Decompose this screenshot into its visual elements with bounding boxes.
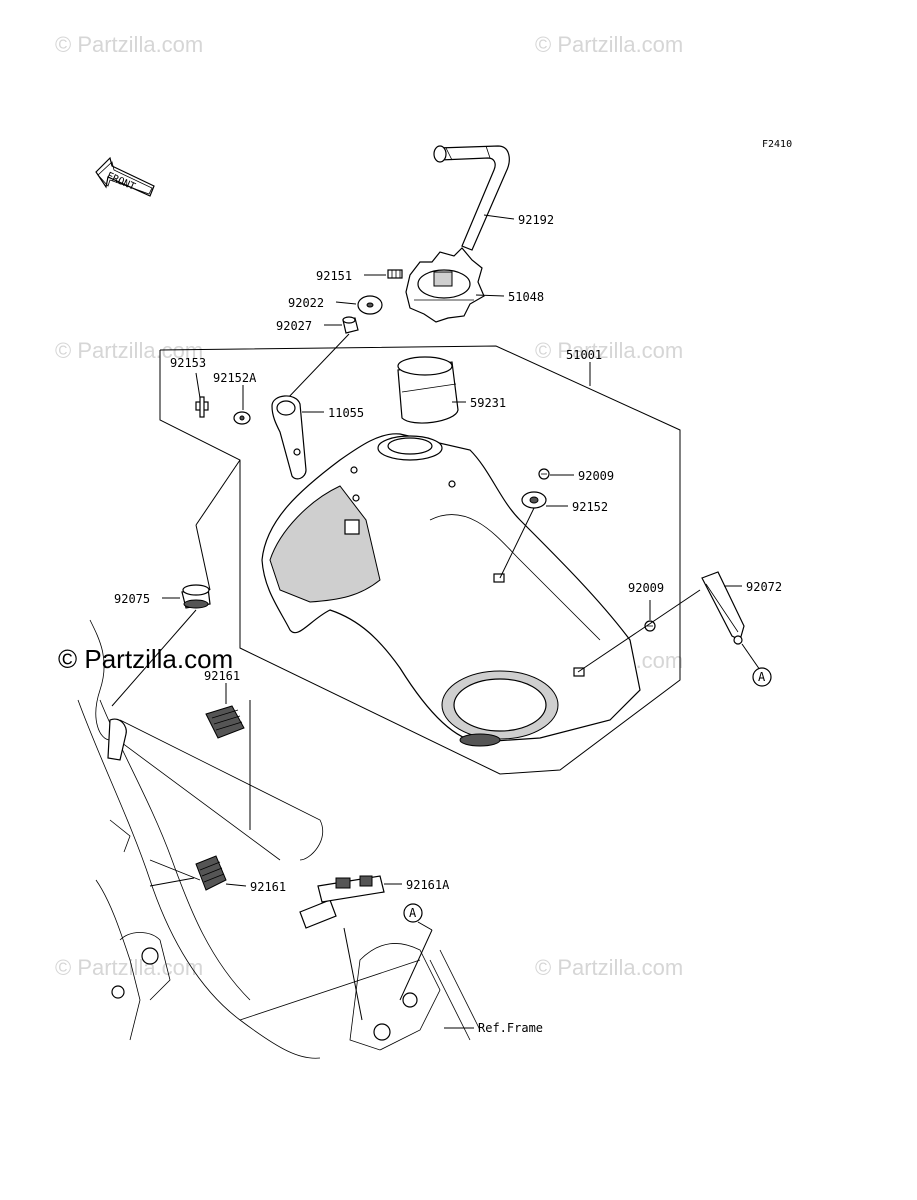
- watermark: © Partzilla.com: [535, 338, 683, 363]
- washer-icon: [233, 411, 251, 425]
- filler-neck-filter: [397, 356, 459, 424]
- watermark: © Partzilla.com: [55, 32, 203, 57]
- label-92192: 92192: [518, 213, 554, 227]
- bracket: [271, 395, 307, 480]
- label-92027: 92027: [276, 319, 312, 333]
- label-11055: 11055: [328, 406, 364, 420]
- frame: [77, 619, 481, 1059]
- pad: [195, 855, 227, 891]
- front-arrow-icon: FRONT: [95, 156, 155, 197]
- strap: [701, 571, 745, 645]
- label-92161A: 92161A: [406, 878, 450, 892]
- label-59231: 59231: [470, 396, 506, 410]
- breather-hose: [433, 145, 510, 251]
- pad: [299, 875, 385, 929]
- damper: [181, 584, 211, 609]
- screw-icon: [538, 468, 550, 480]
- watermark: © Partzilla.com: [535, 32, 683, 57]
- fuel-tank: [261, 433, 641, 747]
- watermark: © Partzilla.com: [55, 338, 203, 363]
- watermark: © Partzilla.com: [535, 955, 683, 980]
- label-92075: 92075: [114, 592, 150, 606]
- watermark-dark: © Partzilla.com: [58, 644, 233, 674]
- connector-letter: A: [409, 906, 417, 920]
- label-92009-upper: 92009: [578, 469, 614, 483]
- label-92152: 92152: [572, 500, 608, 514]
- collar-icon: [342, 316, 359, 334]
- screw-icon: [644, 620, 656, 632]
- fuel-cap: [405, 247, 485, 323]
- label-92072: 92072: [746, 580, 782, 594]
- label-51048: 51048: [508, 290, 544, 304]
- pad: [205, 705, 245, 739]
- label-92022: 92022: [288, 296, 324, 310]
- label-51001: 51001: [566, 348, 602, 362]
- label-92152A: 92152A: [213, 371, 257, 385]
- grommet-icon: [521, 491, 547, 509]
- bolt-icon: [387, 269, 403, 279]
- bolt-icon: [195, 396, 209, 418]
- label-92161-upper: 92161: [204, 669, 240, 683]
- label-92009-lower: 92009: [628, 581, 664, 595]
- connector-marker-lower: A: [403, 903, 423, 923]
- watermark: © Partzilla.com: [55, 955, 203, 980]
- label-92161-lower: 92161: [250, 880, 286, 894]
- washer-icon: [357, 295, 383, 315]
- connector-letter: A: [758, 670, 766, 684]
- connector-marker-right: A: [752, 667, 772, 687]
- label-ref-frame: Ref.Frame: [478, 1021, 543, 1035]
- label-92151: 92151: [316, 269, 352, 283]
- figure-code: F2410: [762, 139, 792, 150]
- label-92153: 92153: [170, 356, 206, 370]
